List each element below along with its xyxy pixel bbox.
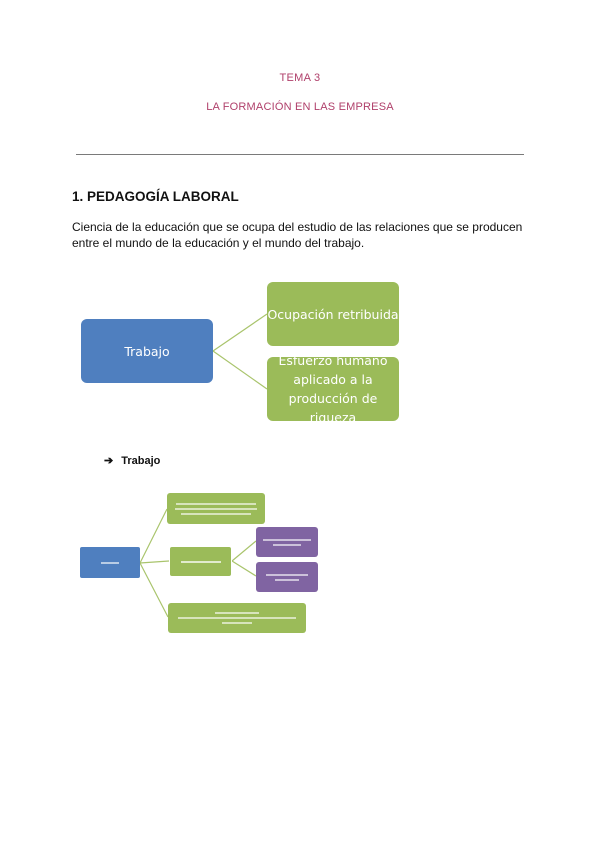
diagram2-purple-box [256,562,318,592]
connector-line [212,313,268,352]
definition-paragraph: Ciencia de la educación que se ocupa del… [72,220,523,250]
illegible-text [180,560,221,563]
illegible-text [215,612,259,614]
connector-line [139,562,169,618]
illegible-text [175,507,257,510]
connector-line [231,560,257,577]
diagram-child-label: Esfuerzo humano aplicado a la producción… [278,353,388,425]
illegible-text [181,512,251,515]
diagram2-green-box [168,603,306,633]
illegible-text [222,622,252,624]
arrow-icon: ➔ [104,455,114,467]
illegible-text [178,617,296,619]
illegible-text [263,538,311,541]
diagram-child-box: Ocupación retribuida [267,282,399,346]
diagram-child-label: Ocupación retribuida [267,306,399,322]
connector-line [212,350,268,390]
diagram-child-box: Esfuerzo humano aplicado a la producción… [267,353,399,425]
bullet-item: ➔ Trabajo [104,454,160,467]
connector-line [139,560,170,564]
section-heading: 1. PEDAGOGÍA LABORAL [72,189,239,204]
diagram2-green-box [167,493,265,524]
illegible-text [275,578,299,581]
illegible-text [273,543,301,546]
topic-number: TEMA 3 [279,72,321,84]
illegible-text [101,561,119,564]
connector-line [139,508,168,564]
diagram2-purple-box [256,527,318,557]
illegible-text [176,502,256,505]
bullet-label: Trabajo [121,455,161,467]
diagram2-root-box [80,547,140,578]
diagram2-green-box [169,546,232,577]
diagram-root-box: Trabajo [81,319,213,383]
connector-line [231,540,257,562]
diagram-root-label: Trabajo [124,343,170,359]
document-title: LA FORMACIÓN EN LAS EMPRESA [206,101,394,113]
horizontal-rule [76,154,524,155]
illegible-text [266,573,308,576]
